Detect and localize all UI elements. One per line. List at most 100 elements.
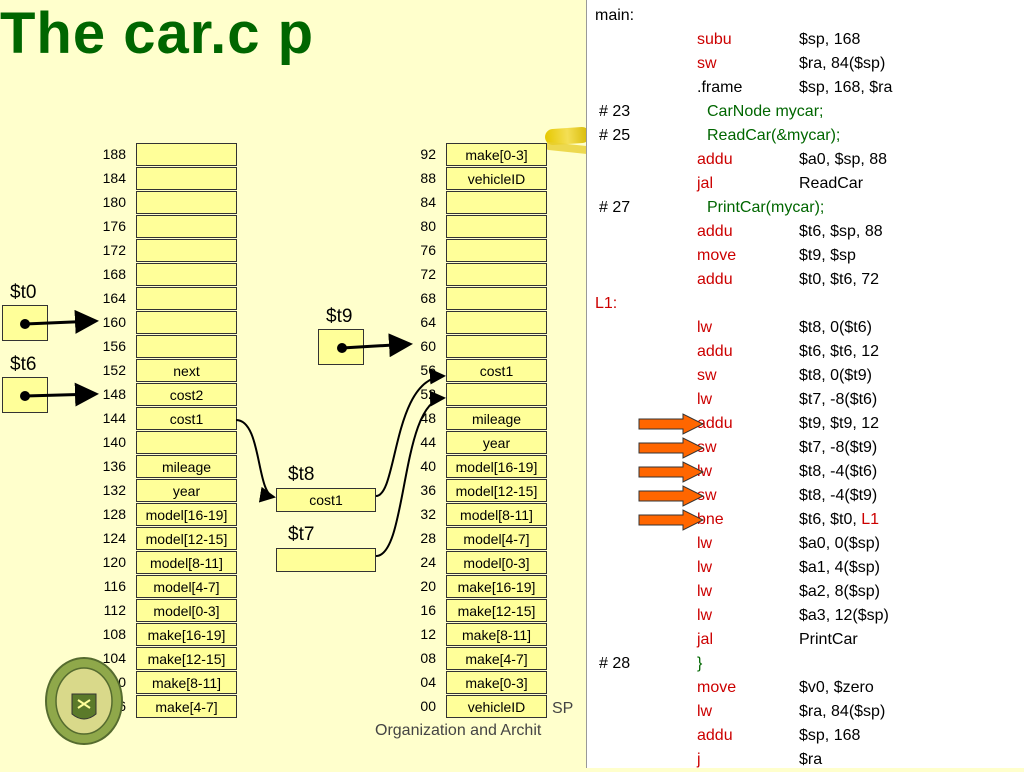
code-operands: $a2, 8($sp) [799,583,880,600]
code-operands: $t7, -8($t9) [799,439,878,456]
right-cell-52 [446,383,547,406]
left-address-120: 120 [102,554,126,570]
left-cell-128: model[16-19] [136,503,237,526]
code-operands: $a0, 0($sp) [799,535,880,552]
code-line: addu$sp, 168 [587,724,1024,748]
code-label-or-comment-line-number: # 23 [599,103,631,120]
code-line: lw$t7, -8($t6) [587,388,1024,412]
left-address-164: 164 [102,290,126,306]
code-mnemonic: lw [697,559,713,576]
code-line: move$t9, $sp [587,244,1024,268]
code-mnemonic: lw [697,703,713,720]
left-address-188: 188 [102,146,126,162]
left-cell-168 [136,263,237,286]
right-cell-36: model[12-15] [446,479,547,502]
right-address-24: 24 [420,554,436,570]
highlight-arrow-icon [638,509,705,531]
register-t7-label: $t7 [288,524,315,545]
code-operands: $t8, 0($t9) [799,367,872,384]
t6-pointer-arrow [20,382,99,407]
right-cell-28: model[4-7] [446,527,547,550]
left-cell-156 [136,335,237,358]
code-operands: $t8, -4($t6) [799,463,878,480]
left-cell-116: model[4-7] [136,575,237,598]
left-address-104: 104 [102,650,126,666]
right-cell-84 [446,191,547,214]
left-address-128: 128 [102,506,126,522]
cost1-store-curve [375,368,446,497]
left-cell-172 [136,239,237,262]
right-cell-68 [446,287,547,310]
register-t6-label: $t6 [10,354,37,375]
code-line: sw$t8, -4($t9) [587,484,1024,508]
code-mnemonic: subu [697,31,732,48]
code-mnemonic: addu [697,151,733,168]
register-t9-label: $t9 [326,306,353,327]
right-address-20: 20 [420,578,436,594]
left-address-184: 184 [102,170,126,186]
code-operands: $ra [799,751,823,768]
left-address-152: 152 [102,362,126,378]
code-mnemonic: jal [697,175,714,192]
code-operands: $t7, -8($t6) [799,391,878,408]
right-address-32: 32 [420,506,436,522]
register-t8-label: $t8 [288,464,315,485]
code-mnemonic: addu [697,223,733,240]
right-address-64: 64 [420,314,436,330]
right-cell-60 [446,335,547,358]
code-mnemonic: .frame [697,79,743,96]
left-address-132: 132 [102,482,126,498]
code-line: lw$a0, 0($sp) [587,532,1024,556]
code-operands: ReadCar(&mycar); [707,127,841,144]
left-cell-188 [136,143,237,166]
right-address-84: 84 [420,194,436,210]
register-t7-box [276,548,376,572]
right-cell-32: model[8-11] [446,503,547,526]
right-cell-56: cost1 [446,359,547,382]
code-line: lw$a1, 4($sp) [587,556,1024,580]
code-mnemonic: j [697,751,701,768]
code-line: move$v0, $zero [587,676,1024,700]
right-address-44: 44 [420,434,436,450]
code-operands: $sp, 168 [799,727,861,744]
code-line: lw$a3, 12($sp) [587,604,1024,628]
code-mnemonic: move [697,247,737,264]
register-t0-label: $t0 [10,282,37,303]
code-line: subu$sp, 168 [587,28,1024,52]
left-cell-180 [136,191,237,214]
code-label-or-comment-line-number: L1: [595,295,618,312]
code-line: addu$a0, $sp, 88 [587,148,1024,172]
right-cell-24: model[0-3] [446,551,547,574]
right-address-80: 80 [420,218,436,234]
left-address-116: 116 [103,578,126,594]
highlight-arrow-icon [638,485,705,507]
code-mnemonic: jal [697,631,714,648]
code-operands: $ra, 84($sp) [799,703,886,720]
right-cell-76 [446,239,547,262]
code-operands: CarNode mycar; [707,103,824,120]
code-mnemonic: sw [697,55,717,72]
right-address-88: 88 [420,170,436,186]
code-line: # 25 ReadCar(&mycar); [587,124,1024,148]
code-line: .frame$sp, 168, $ra [587,76,1024,100]
right-cell-12: make[8-11] [446,623,547,646]
left-address-160: 160 [102,314,126,330]
code-operands: PrintCar [799,631,858,648]
left-address-136: 136 [102,458,126,474]
right-cell-92: make[0-3] [446,143,547,166]
code-line: main: [587,4,1024,28]
right-address-72: 72 [420,266,436,282]
left-address-112: 112 [103,602,126,618]
left-address-180: 180 [102,194,126,210]
right-cell-00: vehicleID [446,695,547,718]
highlight-arrow-icon [638,461,705,483]
left-cell-136: mileage [136,455,237,478]
code-line: sw$t7, -8($t9) [587,436,1024,460]
right-cell-88: vehicleID [446,167,547,190]
t0-pointer-arrow [20,309,99,334]
left-address-144: 144 [102,410,126,426]
code-label-or-comment-line-number: # 25 [599,127,631,144]
code-line: L1: [587,292,1024,316]
code-label-or-comment-line-number: # 28 [599,655,631,672]
